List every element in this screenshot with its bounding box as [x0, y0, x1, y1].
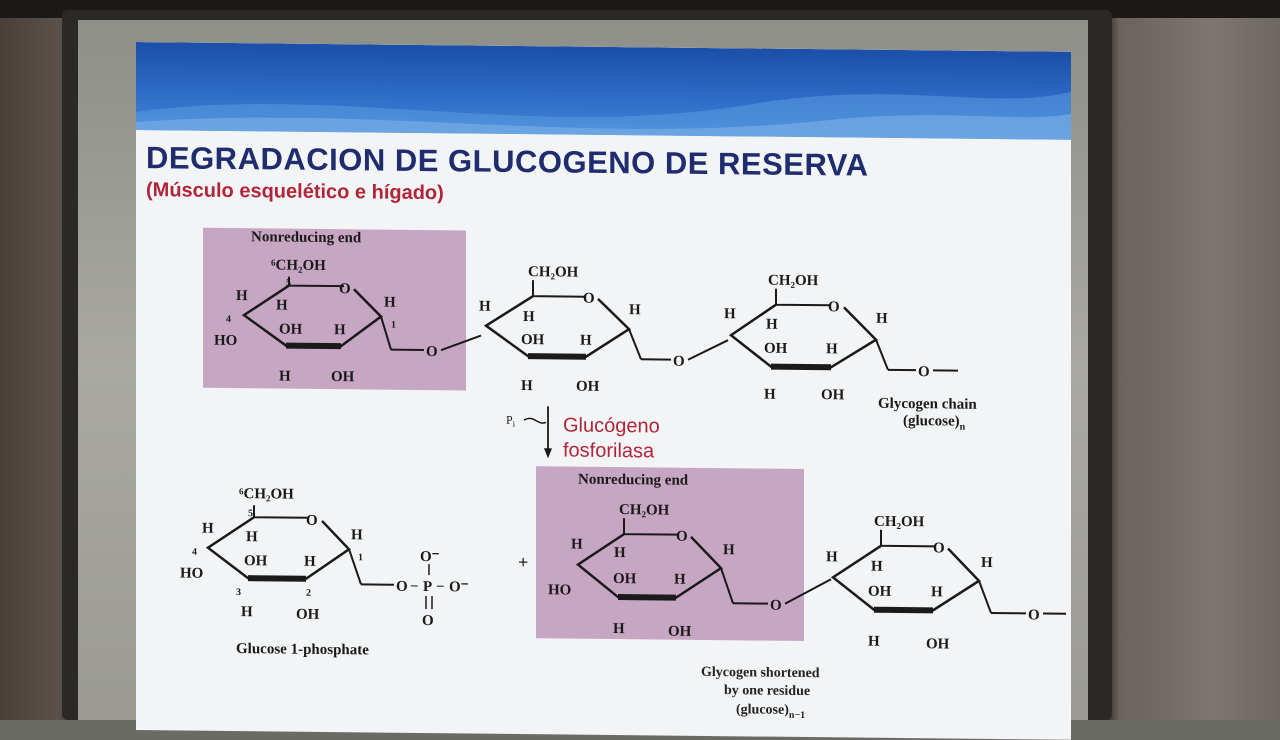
svg-text:H: H: [241, 604, 253, 620]
svg-text:4: 4: [192, 547, 197, 558]
svg-text:H: H: [826, 549, 838, 565]
nonreducing-end-label-bottom: Nonreducing end: [578, 472, 689, 489]
svg-text:O: O: [933, 540, 945, 556]
svg-text:P: P: [423, 579, 432, 595]
svg-text:H: H: [614, 545, 626, 561]
svg-text:OH: OH: [279, 321, 303, 337]
slide: DEGRADACION DE GLUCOGENO DE RESERVA (Mús…: [136, 42, 1071, 740]
svg-text:CH₂OH: CH₂OH: [528, 264, 579, 281]
svg-text:OH: OH: [296, 607, 320, 623]
svg-text:H: H: [246, 529, 258, 545]
glucose-1-phosphate-label: Glucose 1-phosphate: [236, 641, 369, 658]
enzyme-label-line1: Glucógeno: [563, 414, 660, 437]
svg-text:OH: OH: [521, 332, 545, 348]
svg-text:OH: OH: [331, 369, 355, 385]
svg-text:O: O: [583, 291, 595, 307]
svg-text:CH₂OH: CH₂OH: [874, 514, 925, 531]
nonreducing-end-highlight-top: [203, 228, 466, 391]
svg-text:H: H: [613, 621, 625, 637]
svg-text:O: O: [918, 364, 930, 380]
nonreducing-end-highlight-bottom: [536, 466, 804, 641]
svg-text:−: −: [410, 579, 419, 595]
svg-text:OH: OH: [244, 553, 268, 569]
reaction-arrow: Pi Glucógeno fosforilasa: [506, 406, 660, 463]
svg-text:1: 1: [391, 320, 396, 331]
svg-text:⁶CH₂OH: ⁶CH₂OH: [239, 486, 294, 503]
svg-text:H: H: [826, 341, 838, 357]
glucose-residue-top-2: CH₂OH O H H OH H H OH H O: [479, 264, 728, 397]
svg-text:OH: OH: [576, 379, 600, 395]
svg-text:H: H: [479, 299, 491, 315]
svg-text:H: H: [764, 387, 776, 403]
svg-text:4: 4: [226, 314, 231, 325]
projector-screen: DEGRADACION DE GLUCOGENO DE RESERVA (Mús…: [78, 20, 1088, 720]
svg-text:O⁻: O⁻: [420, 549, 440, 565]
svg-text:H: H: [521, 378, 533, 394]
glucose-residue-top-3: CH₂OH O H H OH H H OH H O Glycogen chain…: [724, 272, 977, 433]
svg-text:H: H: [236, 288, 248, 304]
svg-text:OH: OH: [926, 636, 950, 652]
svg-text:H: H: [523, 309, 535, 325]
glycogen-shortened-label-line2: by one residue: [724, 683, 810, 699]
glycogen-shortened-label-line1: Glycogen shortened: [701, 665, 820, 681]
svg-text:H: H: [334, 322, 346, 338]
svg-text:O: O: [339, 281, 351, 297]
svg-text:O⁻: O⁻: [449, 579, 469, 595]
svg-text:OH: OH: [764, 341, 788, 357]
svg-text:O: O: [673, 354, 685, 370]
svg-text:H: H: [868, 634, 880, 650]
svg-text:H: H: [571, 537, 583, 553]
svg-text:H: H: [981, 555, 993, 571]
svg-text:HO: HO: [180, 565, 203, 581]
svg-text:OH: OH: [613, 571, 637, 587]
svg-text:H: H: [724, 306, 736, 322]
svg-text:OH: OH: [821, 387, 845, 403]
svg-text:O: O: [306, 513, 318, 529]
svg-text:O: O: [676, 529, 688, 545]
glycogen-chain-sublabel: (glucose)n: [903, 413, 966, 433]
glycogen-shortened-label-line3: (glucose)n−1: [736, 702, 805, 721]
svg-text:1: 1: [358, 552, 363, 563]
svg-text:O: O: [770, 598, 782, 614]
svg-text:H: H: [766, 317, 778, 333]
svg-text:3: 3: [236, 587, 241, 598]
svg-text:H: H: [202, 521, 214, 537]
svg-text:O: O: [828, 299, 840, 315]
svg-text:CH₂OH: CH₂OH: [768, 273, 819, 290]
svg-text:OH: OH: [868, 584, 892, 600]
plus-sign: +: [518, 552, 528, 572]
enzyme-label-line2: fosforilasa: [563, 439, 655, 462]
svg-text:H: H: [876, 311, 888, 327]
svg-text:HO: HO: [548, 582, 571, 598]
svg-text:HO: HO: [214, 333, 237, 349]
svg-text:H: H: [674, 572, 686, 588]
svg-text:2: 2: [306, 588, 311, 599]
svg-text:H: H: [276, 297, 288, 313]
svg-text:H: H: [723, 542, 735, 558]
phosphate-reactant: Pi: [506, 413, 516, 429]
glucose-residue-bottom-2: CH₂OH O H H OH H H OH H O: [826, 513, 1066, 654]
glycogen-chain-label: Glycogen chain: [878, 396, 977, 413]
svg-text:−: −: [436, 579, 445, 595]
svg-text:O: O: [1028, 607, 1040, 623]
svg-text:H: H: [629, 302, 641, 318]
svg-text:H: H: [931, 584, 943, 600]
svg-text:H: H: [304, 554, 316, 570]
svg-text:CH₂OH: CH₂OH: [619, 502, 670, 519]
ch2oh-c6-top-1: ⁶CH₂OH: [271, 257, 326, 274]
svg-text:O: O: [426, 344, 438, 360]
svg-text:O: O: [422, 613, 434, 629]
svg-text:H: H: [580, 333, 592, 349]
svg-text:H: H: [871, 559, 883, 575]
svg-text:H: H: [351, 527, 363, 543]
wall-right: [1105, 0, 1280, 720]
glycogen-degradation-diagram: Nonreducing end ⁶CH₂OH 5 O H 4 HO H OH H…: [136, 42, 1071, 740]
glucose-1-phosphate: ⁶CH₂OH 5 O H 4 HO H OH H 3 2 H OH H 1: [180, 485, 469, 659]
svg-text:OH: OH: [668, 624, 692, 640]
svg-text:H: H: [279, 368, 291, 384]
nonreducing-end-label-top: Nonreducing end: [251, 229, 362, 246]
svg-text:H: H: [384, 295, 396, 311]
svg-text:O: O: [396, 579, 408, 595]
